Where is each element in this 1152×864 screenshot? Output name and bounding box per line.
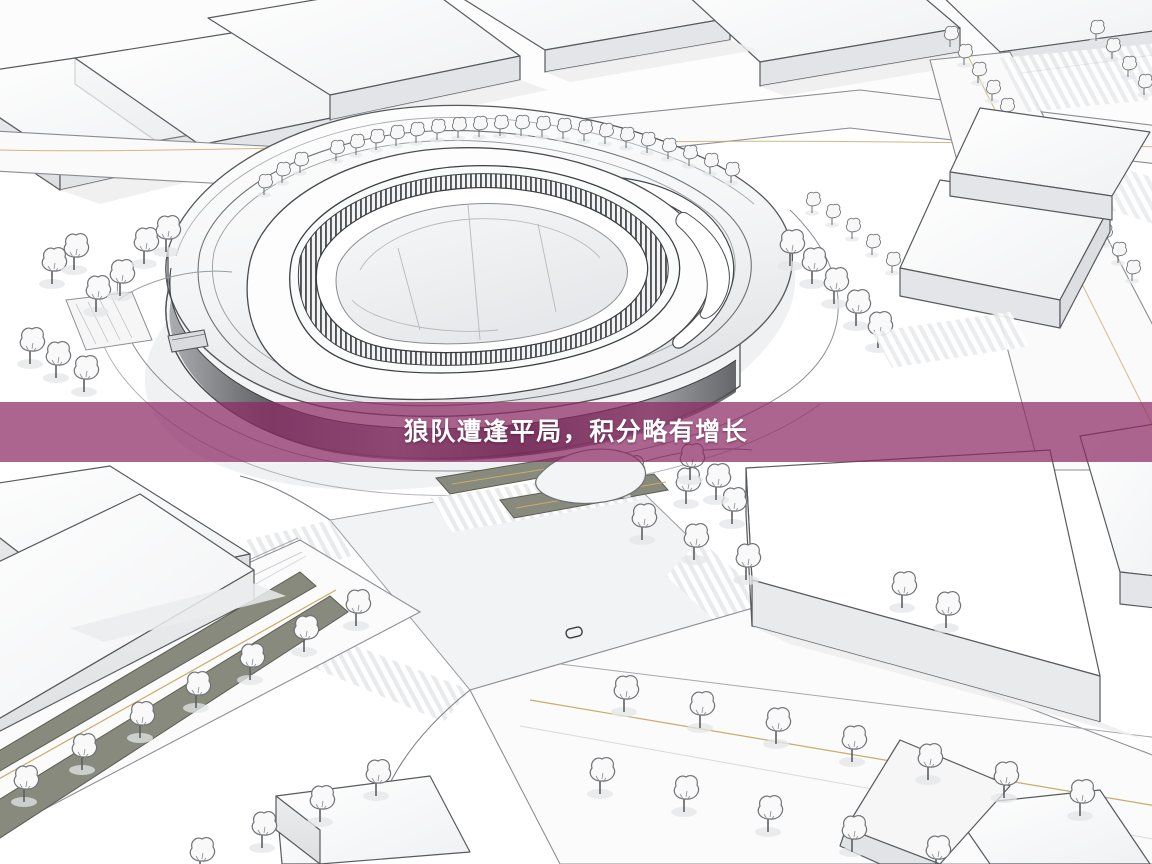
- south-edge-building: [839, 739, 1011, 864]
- car-icon: [565, 626, 583, 639]
- south-east-building-block: [275, 423, 1152, 864]
- south-west-building-block: [0, 465, 286, 732]
- caption-banner: 狼队遭逢平局，积分略有增长: [0, 402, 1152, 462]
- caption-title: 狼队遭逢平局，积分略有增长: [403, 417, 749, 446]
- east-building-block: [899, 107, 1151, 329]
